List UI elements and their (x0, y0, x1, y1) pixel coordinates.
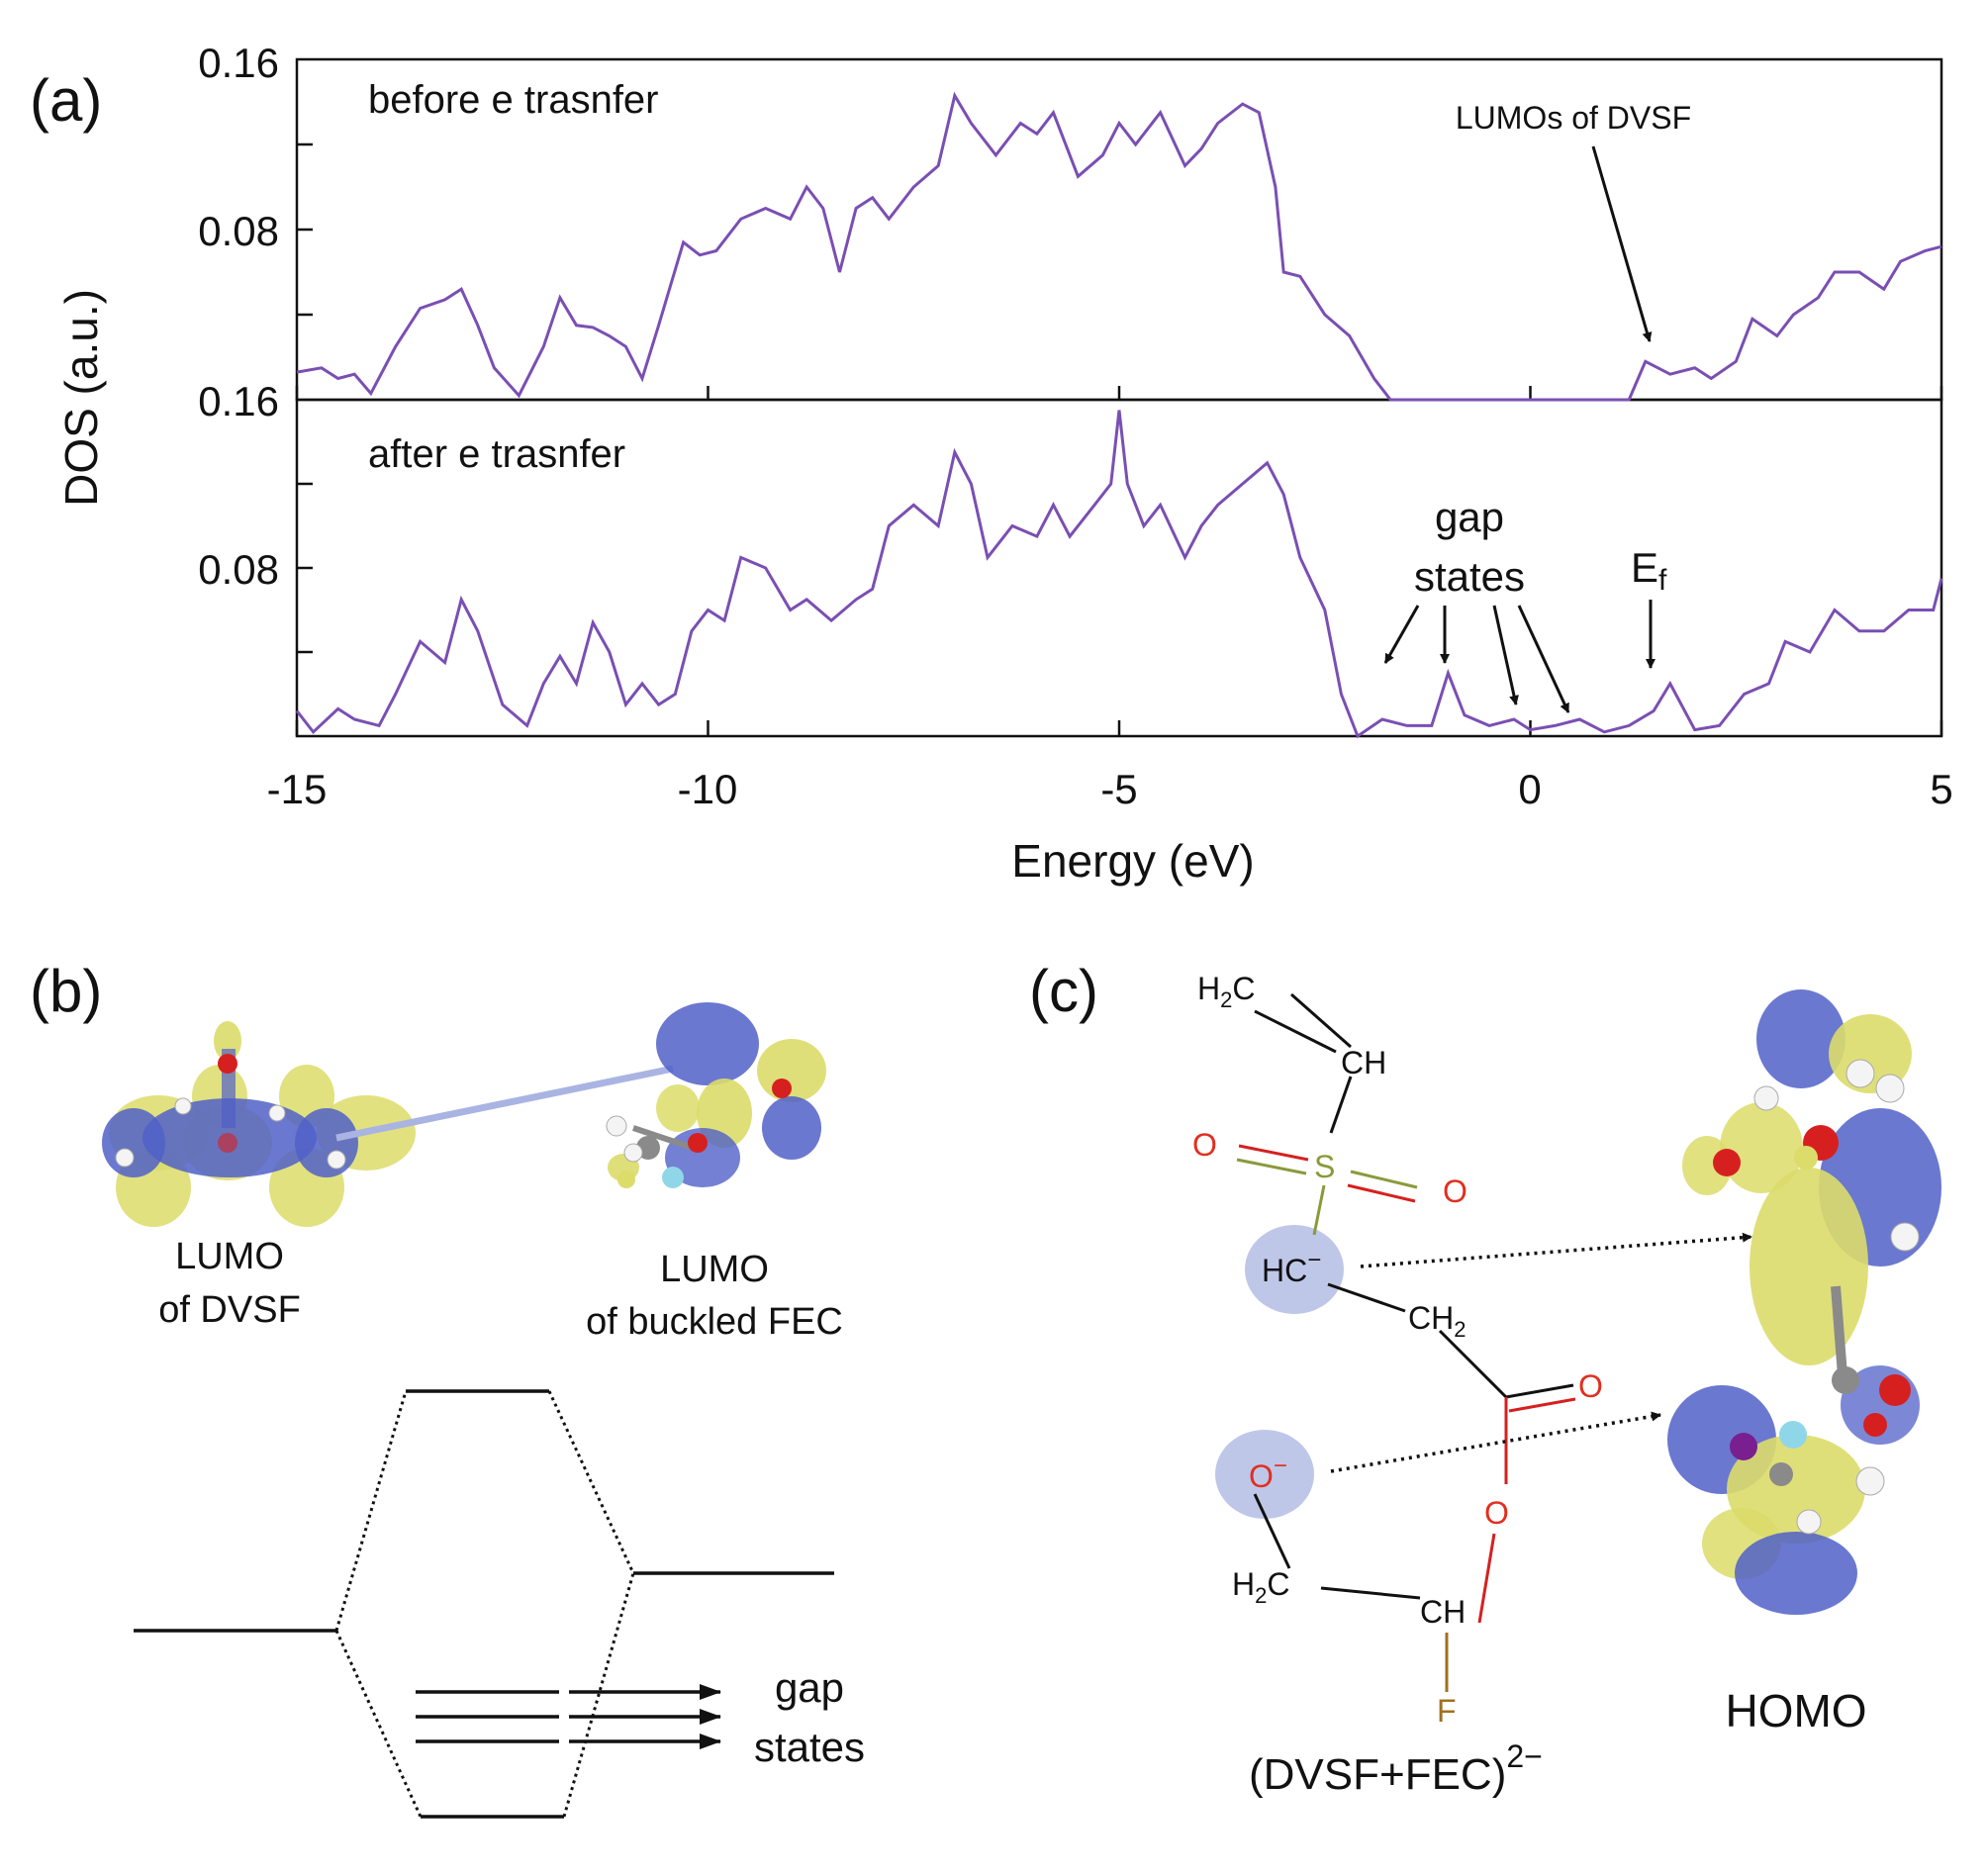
atom-h2c-bottom: H2C (1232, 1566, 1289, 1608)
note-after-transfer: after e trasnfer (368, 432, 625, 476)
lumo-fec-label-2: of buckled FEC (586, 1301, 843, 1343)
panel-a: (a) 0.16 0.08 0.16 0.08 -15 -10 -5 0 5 E… (30, 40, 1953, 887)
lumo-dvsf-label-1: LUMO (175, 1236, 284, 1277)
x-tick-label-5: 5 (1930, 766, 1952, 812)
top-panel-ticks (297, 142, 313, 317)
annotation-gap-2: states (1414, 553, 1525, 600)
note-before-transfer: before e trasnfer (368, 78, 659, 122)
arrow-lumos (1591, 145, 1653, 342)
arrow-gap-4 (1517, 605, 1570, 713)
lumo-dvsf-label-2: of DVSF (158, 1289, 301, 1331)
gap-states-label-2: states (754, 1724, 865, 1770)
dvsf-lumo-orbital-image (102, 1021, 416, 1227)
atom-ch-top: CH (1341, 1045, 1386, 1080)
arrow-gap-3 (1492, 605, 1519, 705)
y-axis-label: DOS (a.u.) (55, 289, 107, 507)
panel-b-label: (b) (30, 958, 102, 1024)
lumo-fec-label-1: LUMO (660, 1249, 769, 1290)
formula-label: (DVSF+FEC)2− (1249, 1738, 1543, 1799)
atom-h2c-top: H2C (1197, 971, 1255, 1012)
bottom-panel-ticks (297, 482, 313, 654)
arrow-gap-1 (1383, 605, 1420, 664)
panel-c: (c) H2C CH O S O (1029, 958, 1941, 1799)
energy-level-diagram (134, 1389, 834, 1819)
dotted-arrow-oxyanion (1330, 1411, 1661, 1473)
atom-o-left: O (1192, 1127, 1217, 1163)
dotted-arrow-carbanion (1360, 1232, 1752, 1268)
atom-ch2: CH2 (1408, 1300, 1466, 1342)
structural-formula-bonds (1236, 992, 1576, 1692)
x-tick-label-m5: -5 (1100, 766, 1137, 812)
annotation-gap-1: gap (1435, 494, 1504, 540)
molecule-connector (335, 1065, 674, 1142)
atom-o-anion: O− (1249, 1453, 1287, 1494)
atom-ch-bottom: CH (1420, 1594, 1466, 1630)
atom-s: S (1314, 1149, 1335, 1184)
y-tick-top-mid: 0.08 (198, 208, 279, 254)
y-tick-bottom-mid: 0.08 (198, 546, 279, 593)
dos-curve-before (296, 91, 1942, 402)
atom-o-ring: O (1484, 1495, 1509, 1531)
x-axis-label: Energy (eV) (1011, 835, 1254, 887)
atom-f: F (1437, 1693, 1457, 1729)
highlight-carbanion (1245, 1225, 1344, 1314)
atom-o-carbonyl: O (1578, 1368, 1603, 1404)
x-tick-label-0: 0 (1518, 766, 1541, 812)
dos-curve-after (295, 410, 1943, 739)
panel-b: (b) (30, 958, 865, 1819)
annotation-ef-main: E (1631, 544, 1658, 591)
gap-states-label-1: gap (775, 1664, 844, 1711)
atom-hc-carbanion: HC− (1262, 1247, 1321, 1288)
highlight-oxyanion (1215, 1430, 1314, 1519)
x-tick-label-m15: -15 (267, 766, 328, 812)
fec-lumo-orbital-image (606, 1002, 826, 1188)
x-tick-label-m10: -10 (678, 766, 738, 812)
homo-orbital-image (1667, 989, 1941, 1615)
annotation-lumos-dvsf: LUMOs of DVSF (1456, 100, 1691, 136)
homo-label: HOMO (1725, 1685, 1866, 1736)
atom-o-right: O (1443, 1173, 1467, 1209)
annotation-ef-sub: f (1658, 564, 1667, 597)
panel-a-label: (a) (30, 67, 102, 134)
annotation-ef: Ef (1631, 544, 1667, 597)
x-axis-ticks (295, 386, 1943, 736)
y-tick-bottom-max: 0.16 (198, 378, 279, 424)
panel-c-label: (c) (1029, 958, 1098, 1024)
y-tick-top-max: 0.16 (198, 40, 279, 86)
